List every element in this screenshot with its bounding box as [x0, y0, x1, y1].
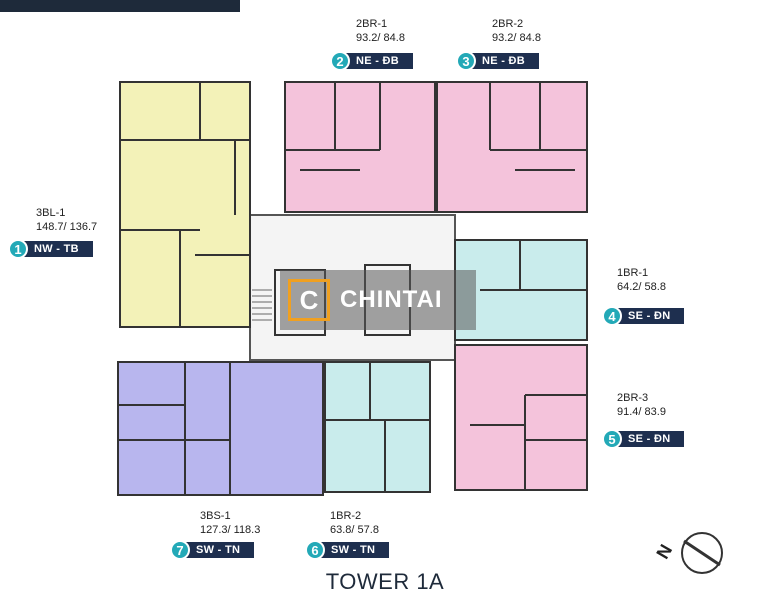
unit-label-1br-2: 1BR-2 63.8/ 57.8	[330, 509, 379, 537]
unit-area: 127.3/ 118.3	[200, 524, 261, 536]
unit-label-2br-2: 2BR-2 93.2/ 84.8	[492, 17, 541, 45]
badge-direction: NE - ĐB	[342, 53, 414, 69]
unit-name: 2BR-1	[356, 18, 388, 30]
unit-name: 1BR-1	[617, 267, 649, 279]
badge-direction: NE - ĐB	[468, 53, 540, 69]
direction-badge-3: 3 NE - ĐB	[456, 51, 540, 71]
badge-direction: SW - TN	[317, 542, 390, 558]
badge-number: 3	[456, 51, 476, 71]
unit-2br-3	[454, 344, 588, 491]
badge-number: 2	[330, 51, 350, 71]
unit-name: 1BR-2	[330, 510, 362, 522]
unit-3bs-1	[117, 361, 324, 496]
badge-number: 7	[170, 540, 190, 560]
direction-badge-7: 7 SW - TN	[170, 540, 255, 560]
badge-number: 5	[602, 429, 622, 449]
direction-badge-5: 5 SE - ĐN	[602, 429, 685, 449]
direction-badge-6: 6 SW - TN	[305, 540, 390, 560]
unit-name: 3BS-1	[200, 510, 231, 522]
unit-area: 93.2/ 84.8	[492, 32, 541, 44]
unit-label-1br-1: 1BR-1 64.2/ 58.8	[617, 266, 666, 294]
compass-icon: N	[652, 532, 723, 574]
badge-number: 4	[602, 306, 622, 326]
unit-label-3bs-1: 3BS-1 127.3/ 118.3	[200, 509, 260, 537]
direction-badge-2: 2 NE - ĐB	[330, 51, 414, 71]
unit-name: 2BR-3	[617, 392, 649, 404]
badge-direction: SE - ĐN	[614, 308, 685, 324]
unit-area: 64.2/ 58.8	[617, 281, 666, 293]
unit-name: 3BL-1	[36, 207, 66, 219]
unit-3bl-1	[119, 81, 251, 328]
direction-badge-1: 1 NW - TB	[8, 239, 93, 259]
unit-label-3bl-1: 3BL-1 148.7/ 136.7	[36, 206, 97, 234]
watermark: C CHINTAI	[280, 270, 476, 330]
badge-direction: NW - TB	[20, 241, 93, 257]
watermark-logo: C	[288, 279, 330, 321]
badge-direction: SE - ĐN	[614, 431, 685, 447]
tower-title: TOWER 1A	[325, 569, 445, 594]
badge-number: 6	[305, 540, 325, 560]
unit-name: 2BR-2	[492, 18, 524, 30]
unit-2br-2	[436, 81, 588, 213]
badge-direction: SW - TN	[182, 542, 255, 558]
direction-badge-4: 4 SE - ĐN	[602, 306, 685, 326]
watermark-text: CHINTAI	[340, 286, 443, 313]
header-bar	[0, 0, 240, 12]
compass-letter: N	[652, 541, 676, 562]
badge-number: 1	[8, 239, 28, 259]
unit-area: 148.7/ 136.7	[36, 221, 98, 233]
unit-1br-2	[324, 361, 431, 493]
unit-2br-1	[284, 81, 436, 213]
unit-label-2br-3: 2BR-3 91.4/ 83.9	[617, 391, 666, 419]
unit-label-2br-1: 2BR-1 93.2/ 84.8	[356, 17, 405, 45]
unit-area: 63.8/ 57.8	[330, 524, 379, 536]
unit-area: 93.2/ 84.8	[356, 32, 405, 44]
unit-area: 91.4/ 83.9	[617, 406, 666, 418]
